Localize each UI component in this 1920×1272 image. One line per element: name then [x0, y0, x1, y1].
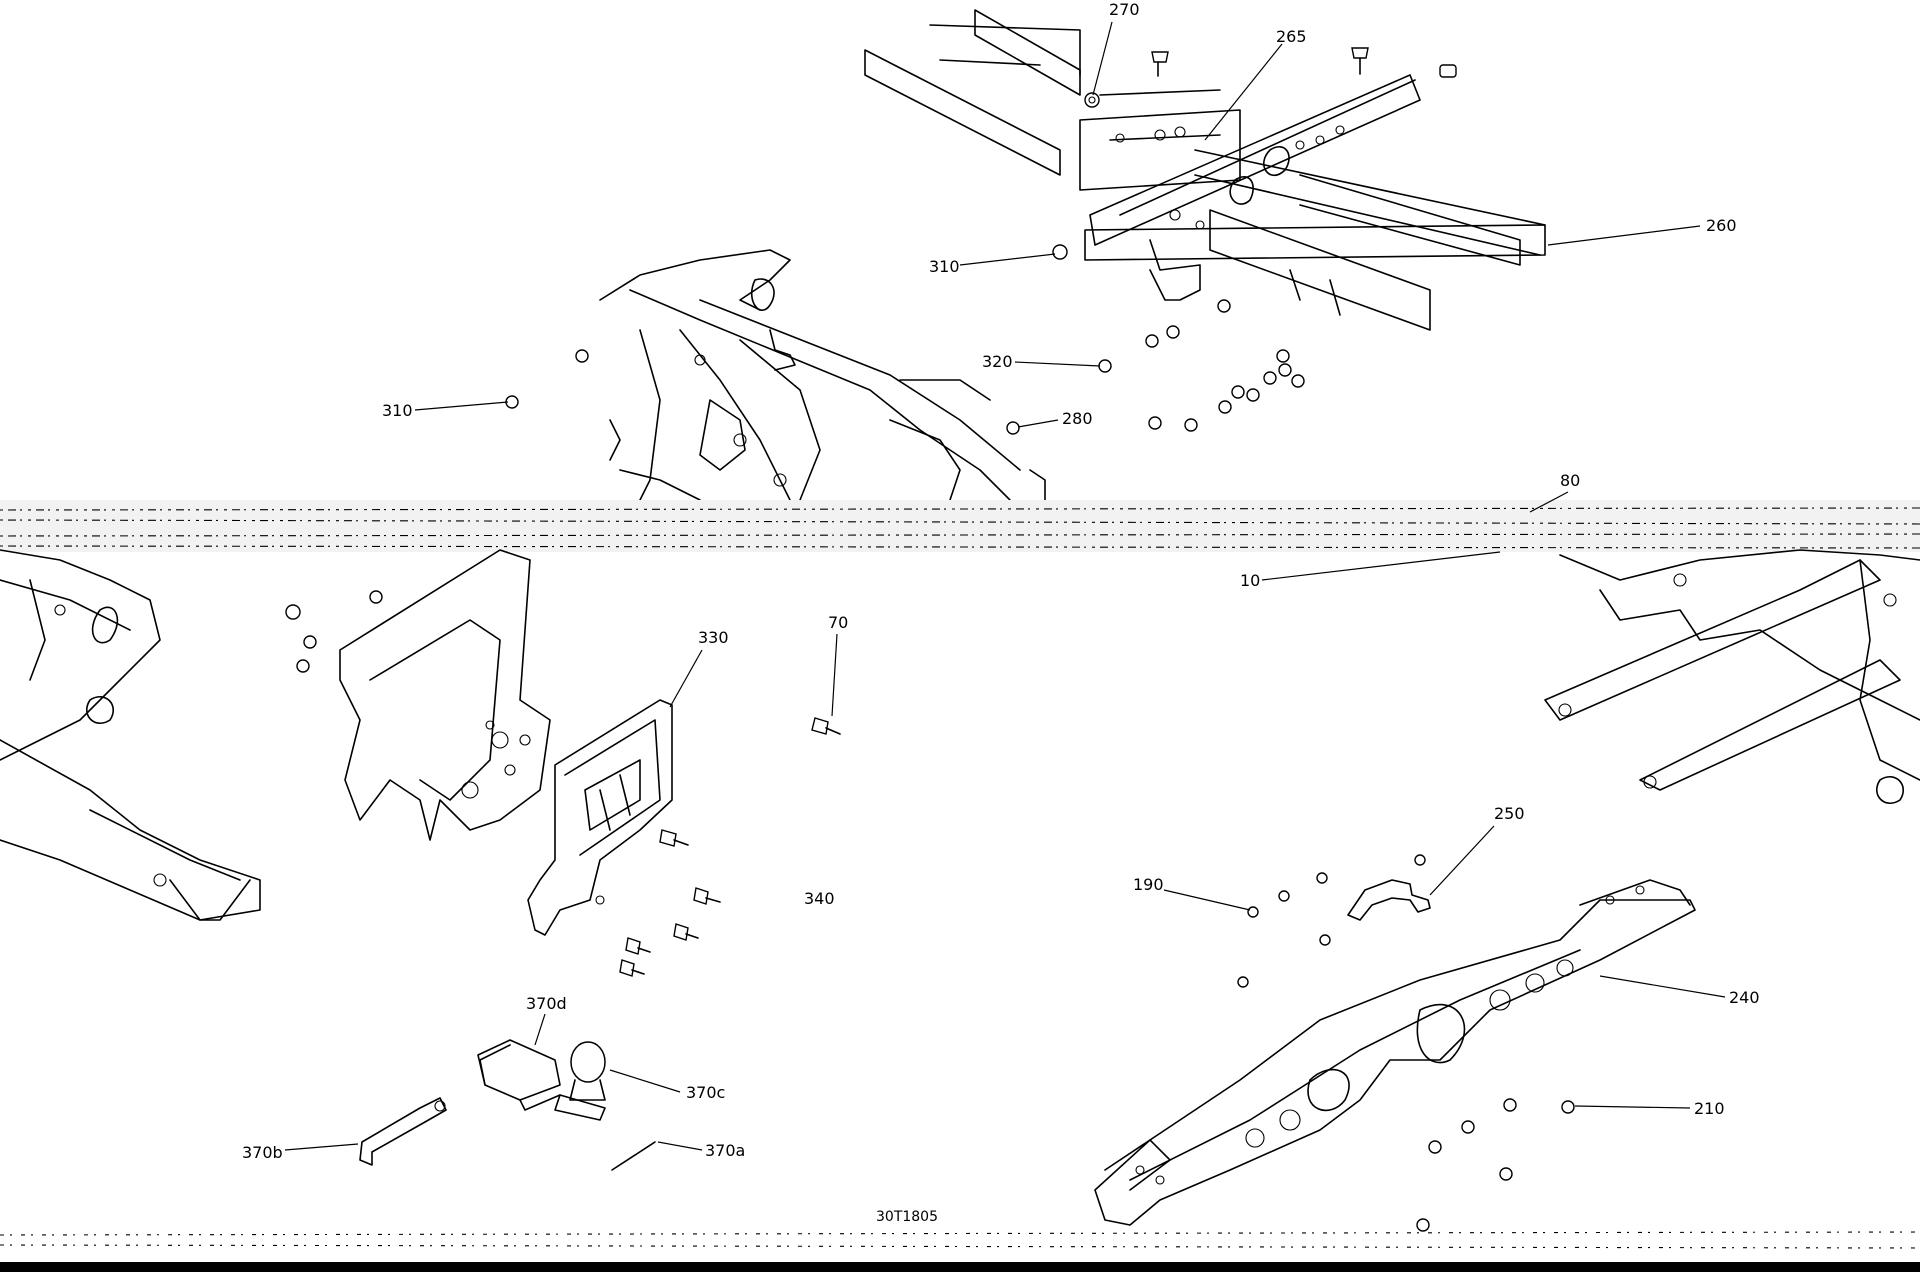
- callout-70: 70: [828, 613, 848, 632]
- part-210-nuts: [1416, 1098, 1575, 1232]
- callout-370d: 370d: [526, 994, 567, 1013]
- callout-370a: 370a: [705, 1141, 745, 1160]
- callout-370c: 370c: [686, 1083, 725, 1102]
- callout-240: 240: [1729, 988, 1760, 1007]
- front-bracket: [339, 549, 551, 841]
- callout-280: 280: [1062, 409, 1093, 428]
- part-340-bolts: [619, 829, 721, 977]
- part-265-bolts: [1151, 47, 1457, 78]
- part-370d-receiver: [477, 1039, 561, 1111]
- callout-10: 10: [1240, 571, 1260, 590]
- callout-310-upper: 310: [929, 257, 960, 276]
- part-370a-clip: [611, 1141, 656, 1171]
- callout-310-left: 310: [382, 401, 413, 420]
- part-190-screws: [1237, 872, 1331, 988]
- callout-210: 210: [1694, 1099, 1725, 1118]
- frame-rear-right-section: [1544, 549, 1920, 804]
- drawing-number: 30T1805: [876, 1209, 938, 1225]
- callout-250: 250: [1494, 804, 1525, 823]
- callout-270: 270: [1109, 0, 1140, 19]
- part-370c-hitch-ball: [554, 1041, 606, 1121]
- callout-80: 80: [1560, 471, 1580, 490]
- part-70-bolt: [811, 717, 841, 735]
- callout-340: 340: [804, 889, 835, 908]
- leader-lines: [284, 21, 1726, 1151]
- part-370b-pin: [359, 1097, 447, 1166]
- part-330-plate: [527, 699, 673, 936]
- callout-labels: 270 265 260 310 310 320 280 80 10 330 70…: [242, 0, 1760, 1225]
- callout-320: 320: [982, 352, 1013, 371]
- scan-noise-bottom: [0, 1231, 1920, 1272]
- callout-190: 190: [1133, 875, 1164, 894]
- part-240-arm: [1094, 879, 1696, 1226]
- part-10-main-frame: [599, 249, 1046, 501]
- callout-265: 265: [1276, 27, 1307, 46]
- nut-cluster-left: [285, 590, 383, 673]
- part-260-rear-subframe: [864, 9, 1546, 331]
- frame-front-left-section: [0, 549, 261, 921]
- callout-370b: 370b: [242, 1143, 283, 1162]
- part-270-nut: [1084, 92, 1100, 108]
- callout-260: 260: [1706, 216, 1737, 235]
- nut-cluster-upper: [505, 244, 1305, 435]
- scan-noise-band: [0, 500, 1920, 552]
- callout-330: 330: [698, 628, 729, 647]
- part-250-bracket: [1347, 854, 1431, 921]
